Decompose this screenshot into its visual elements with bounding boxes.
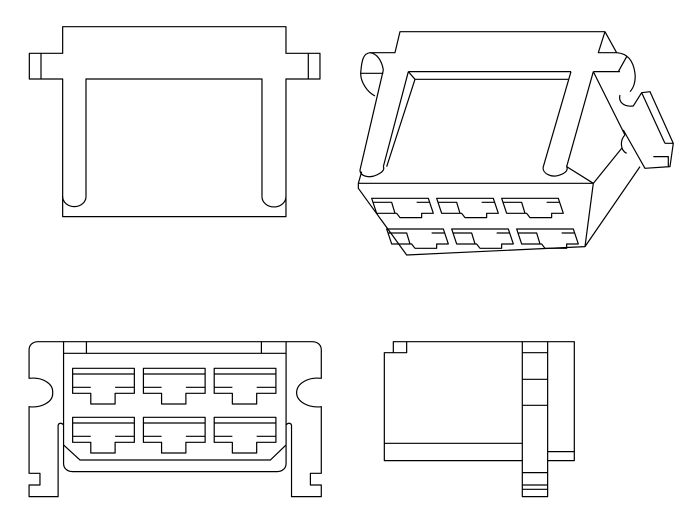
- iso-right-face: [585, 72, 640, 247]
- iso-left-wing: [361, 53, 384, 96]
- end-view-leg-tips: [58, 423, 291, 425]
- top-view-opening: [86, 79, 262, 197]
- end-view-inner-frame: [64, 342, 287, 472]
- iso-cavity-grid: [372, 198, 579, 248]
- end-view-tray: [64, 445, 287, 460]
- top-view-outline: [29, 27, 320, 217]
- iso-right-leg: [543, 72, 593, 176]
- iso-opening: [383, 72, 571, 167]
- side-view-flange: [522, 342, 574, 497]
- terminal-cavity: [452, 229, 514, 248]
- end-cavity-grid: [73, 368, 276, 453]
- terminal-cavity: [214, 417, 276, 453]
- side-view-body: [384, 342, 522, 461]
- terminal-cavity: [143, 417, 205, 453]
- terminal-cavity: [387, 229, 449, 248]
- end-view: [29, 342, 321, 497]
- terminal-cavity: [214, 368, 276, 404]
- terminal-cavity: [73, 368, 135, 404]
- terminal-cavity: [143, 368, 205, 404]
- terminal-cavity: [437, 198, 499, 217]
- terminal-cavity: [73, 417, 135, 453]
- terminal-cavity: [502, 198, 564, 217]
- terminal-cavity: [372, 198, 434, 217]
- isometric-view: [358, 32, 673, 255]
- top-view: [29, 27, 320, 217]
- iso-latch: [620, 92, 674, 169]
- right-leg-end: [262, 197, 286, 207]
- iso-top-outline: [370, 32, 617, 53]
- iso-front-face: [358, 167, 593, 255]
- side-view: [384, 342, 574, 497]
- iso-right-wing: [593, 53, 635, 92]
- end-view-outline: [29, 342, 321, 497]
- left-leg-end: [63, 197, 86, 207]
- terminal-cavity: [517, 229, 579, 248]
